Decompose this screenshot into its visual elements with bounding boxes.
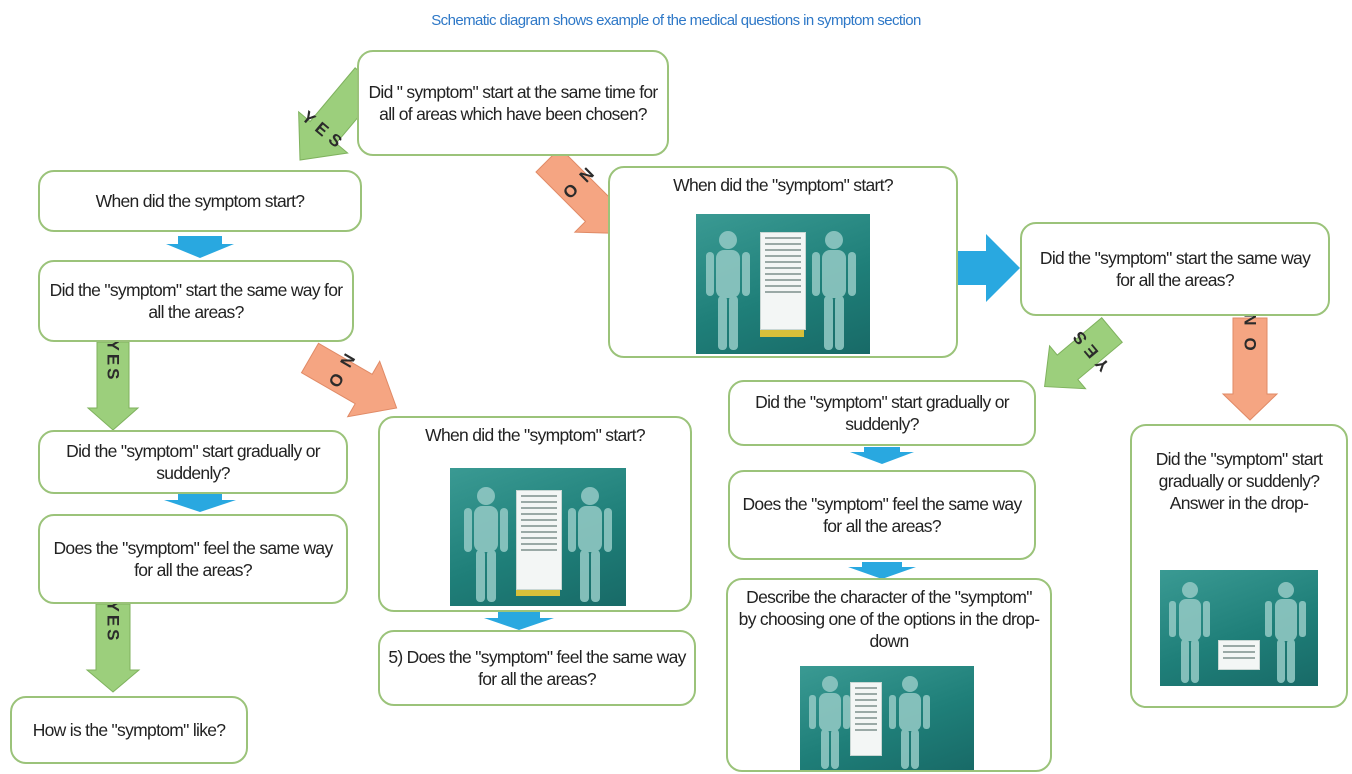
node-right-top: When did the "symptom" start? bbox=[608, 166, 958, 358]
node-right-describe-text: Describe the character of the "symptom" … bbox=[738, 587, 1040, 651]
yes-arrow-icon: YES bbox=[86, 339, 140, 431]
yes-label-left-a: YES bbox=[104, 339, 123, 382]
node-far-right: Did the "symptom" start gradually or sud… bbox=[1130, 424, 1348, 708]
no-arrow-icon: NO bbox=[1221, 313, 1279, 421]
node-left-3: Did the "symptom" start gradually or sud… bbox=[38, 430, 348, 494]
node-left-3-text: Did the "symptom" start gradually or sud… bbox=[66, 441, 320, 483]
node-right-feel: Does the "symptom" feel the same way for… bbox=[728, 470, 1036, 560]
flow-arrow-icon bbox=[166, 236, 234, 258]
node-center-2-text: 5) Does the "symptom" feel the same way … bbox=[388, 647, 686, 689]
flow-arrow-icon bbox=[164, 494, 236, 512]
flow-arrow-icon bbox=[958, 234, 1020, 302]
node-root: Did " symptom" start at the same time fo… bbox=[357, 50, 669, 156]
diagram-title: Schematic diagram shows example of the m… bbox=[431, 12, 921, 29]
node-left-4-text: Does the "symptom" feel the same way for… bbox=[53, 538, 333, 580]
body-model-screenshot bbox=[1160, 570, 1318, 686]
node-center-2: 5) Does the "symptom" feel the same way … bbox=[378, 630, 696, 706]
node-right-top-text: When did the "symptom" start? bbox=[673, 175, 893, 195]
node-right-describe: Describe the character of the "symptom" … bbox=[726, 578, 1052, 772]
node-left-5-text: How is the "symptom" like? bbox=[32, 720, 226, 740]
flow-arrow-icon bbox=[484, 612, 554, 630]
flow-arrow-icon bbox=[848, 562, 916, 579]
node-left-2: Did the "symptom" start the same way for… bbox=[38, 260, 354, 342]
flow-arrow-icon bbox=[850, 447, 914, 464]
no-arrow-icon: NO bbox=[535, 147, 623, 235]
yes-arrow-icon: YES bbox=[1044, 317, 1123, 390]
node-left-1-text: When did the symptom start? bbox=[95, 191, 305, 211]
node-center-1: When did the "symptom" start? bbox=[378, 416, 692, 612]
yes-label-left-b: YES bbox=[104, 600, 123, 643]
node-center-1-text: When did the "symptom" start? bbox=[425, 425, 645, 445]
node-right-gradual: Did the "symptom" start gradually or sud… bbox=[728, 380, 1036, 446]
yes-arrow-icon: YES bbox=[85, 600, 141, 693]
node-right-gradual-text: Did the "symptom" start gradually or sud… bbox=[755, 392, 1009, 434]
node-far-right-text: Did the "symptom" start gradually or sud… bbox=[1155, 449, 1323, 513]
body-model-screenshot bbox=[696, 214, 870, 354]
node-root-text: Did " symptom" start at the same time fo… bbox=[368, 82, 658, 124]
node-left-1: When did the symptom start? bbox=[38, 170, 362, 232]
node-left-5: How is the "symptom" like? bbox=[10, 696, 248, 764]
node-right-same-text: Did the "symptom" start the same way for… bbox=[1039, 248, 1311, 290]
node-left-2-text: Did the "symptom" start the same way for… bbox=[49, 280, 343, 322]
node-left-4: Does the "symptom" feel the same way for… bbox=[38, 514, 348, 604]
body-model-screenshot bbox=[450, 468, 626, 606]
body-model-screenshot bbox=[800, 666, 974, 770]
node-right-same: Did the "symptom" start the same way for… bbox=[1020, 222, 1330, 316]
node-right-feel-text: Does the "symptom" feel the same way for… bbox=[742, 494, 1022, 536]
no-label-right: NO bbox=[1241, 313, 1260, 363]
no-arrow-icon: NO bbox=[300, 342, 398, 418]
